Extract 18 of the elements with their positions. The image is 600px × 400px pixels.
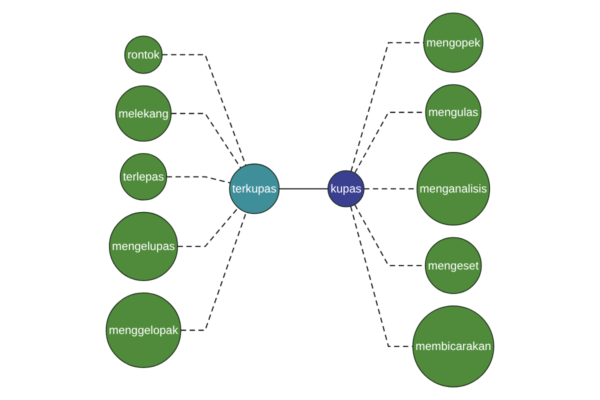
connector bbox=[166, 176, 230, 184]
node-circle: menggelopak bbox=[106, 292, 182, 368]
connector bbox=[171, 112, 242, 168]
connector bbox=[178, 207, 239, 248]
node-circle: terlepas bbox=[120, 153, 168, 200]
connector bbox=[279, 188, 328, 190]
node-circle: kupas bbox=[328, 170, 364, 208]
connector bbox=[180, 212, 247, 331]
node-circle: menganalisis bbox=[416, 152, 490, 226]
node-circle: mengulas bbox=[425, 84, 482, 140]
node-circle: mengopek bbox=[423, 12, 484, 73]
node-circle: mengeset bbox=[424, 237, 482, 294]
node-circle: terkupas bbox=[229, 164, 280, 214]
node-circle: rontok bbox=[124, 36, 163, 74]
node-circle: melekang bbox=[115, 85, 172, 142]
connector bbox=[162, 54, 246, 166]
node-circle: mengelupas bbox=[108, 212, 178, 281]
node-circle: membicarakan bbox=[412, 305, 494, 388]
